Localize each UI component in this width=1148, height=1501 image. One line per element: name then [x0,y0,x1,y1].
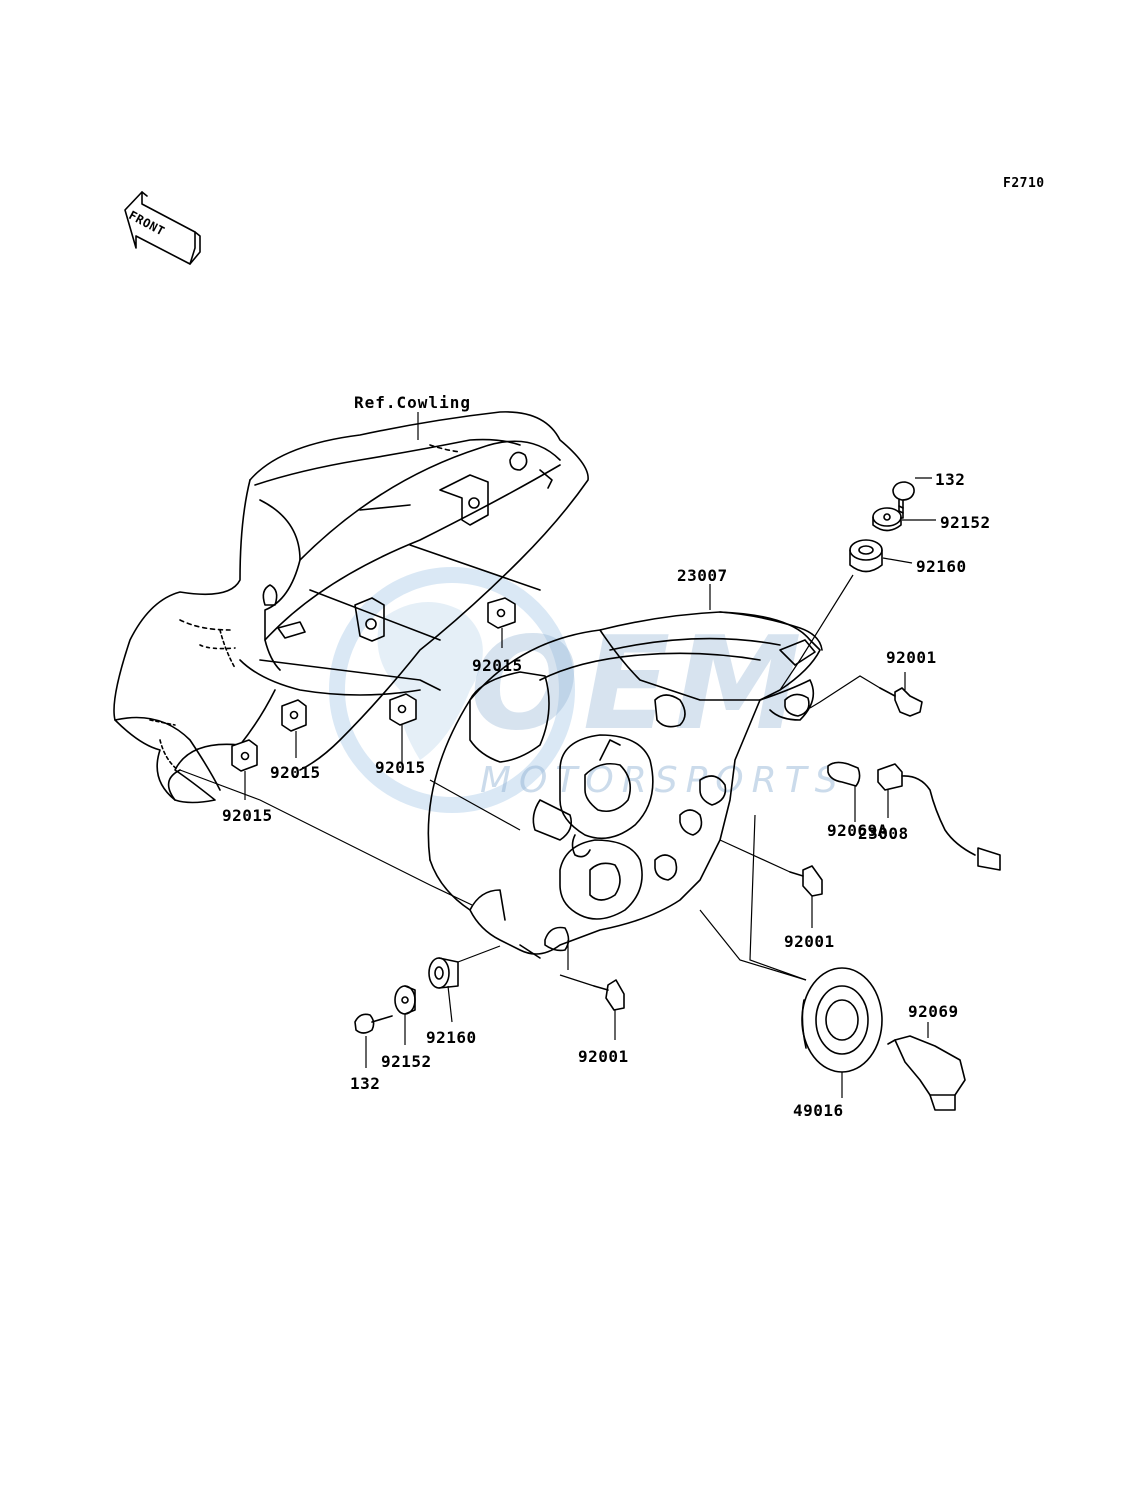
part-label-92152-top: 92152 [940,513,991,532]
part-label-92015-c: 92015 [270,763,321,782]
part-label-92001-bottom: 92001 [578,1047,629,1066]
watermark-subtext: MOTORSPORTS [480,760,846,801]
part-label-92015-a: 92015 [472,656,523,675]
part-label-92160-top: 92160 [916,557,967,576]
bolt-icon-mid [789,865,823,897]
bolt-icon-bottom [593,979,625,1011]
part-label-92069A: 92069A [827,821,888,840]
socket-icon [827,761,861,787]
part-label-49016: 49016 [793,1101,844,1120]
cowling-outline [113,411,589,804]
grommet-icon-bottom [428,957,459,989]
washer-icon-bottom [394,985,416,1015]
washer-icon [872,507,902,532]
wire-harness-icon [877,763,1001,871]
figure-code: F2710 [1003,176,1045,191]
bulb-icon [887,1035,966,1111]
part-label-23007: 23007 [677,566,728,585]
part-label-23008: 23008 [858,824,909,843]
headlight-assembly [427,611,823,959]
part-label-132-top: 132 [935,470,966,489]
leader-lines [179,412,936,1098]
part-label-92001-mid: 92001 [784,932,835,951]
part-label-92001-top: 92001 [886,648,937,667]
part-label-92015-d: 92015 [222,806,273,825]
screw-icon [892,481,915,519]
part-label-92152-bottom: 92152 [381,1052,432,1071]
part-label-92015-b: 92015 [375,758,426,777]
dust-cover-icon [801,967,883,1073]
ref-cowling-label: Ref.Cowling [354,393,471,412]
part-label-92160-bottom: 92160 [426,1028,477,1047]
clip-nut-icons [231,597,516,772]
screw-icon-bottom [354,1013,393,1034]
part-label-132-bottom: 132 [350,1074,381,1093]
grommet-icon [849,539,883,573]
part-label-92069: 92069 [908,1002,959,1021]
bolt-icon-top [879,687,923,717]
cowling-brackets [259,474,541,691]
front-arrow-icon [124,191,201,265]
